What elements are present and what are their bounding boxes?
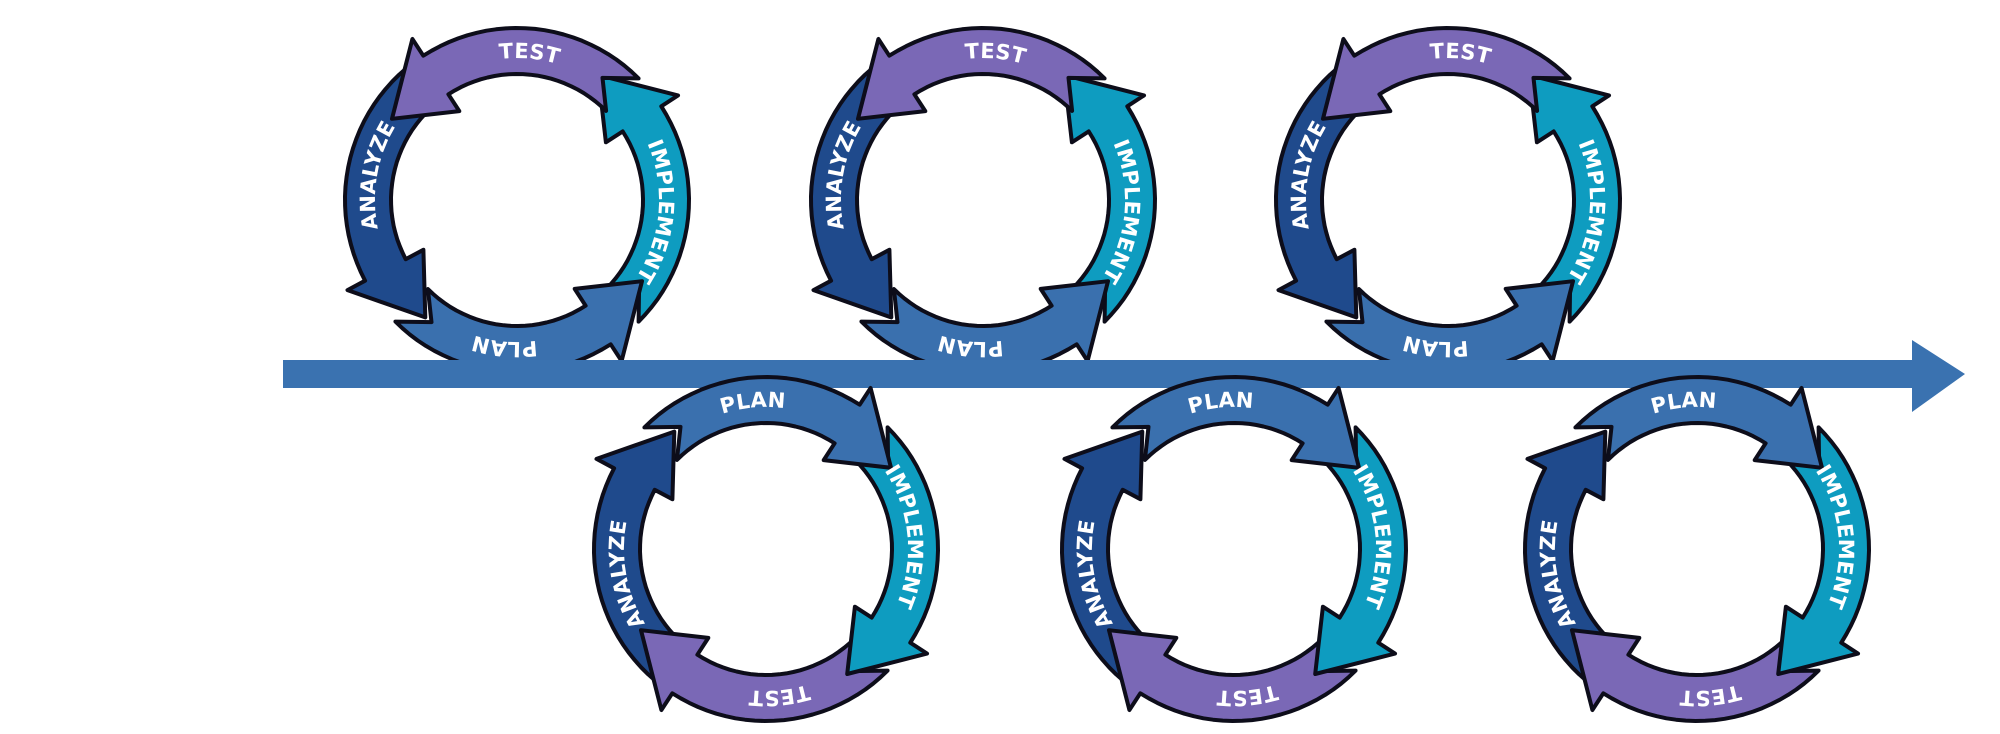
implement-arrow: [596, 73, 691, 324]
analyze-arrow: [343, 66, 438, 320]
plan-arrow: [1573, 375, 1824, 470]
implement-arrow: [1776, 425, 1871, 676]
plan-arrow: [642, 375, 893, 470]
test-arrow: [639, 628, 890, 723]
implement-arrow: [845, 425, 940, 676]
implement-arrow: [1062, 73, 1157, 324]
analyze-arrow: [1523, 429, 1618, 683]
analyze-arrow: [1060, 429, 1155, 683]
test-arrow: [1570, 628, 1821, 723]
implement-arrow: [1313, 425, 1408, 676]
plan-arrow: [1110, 375, 1361, 470]
analyze-arrow: [592, 429, 687, 683]
test-arrow: [390, 26, 641, 121]
test-arrow: [1107, 628, 1358, 723]
timeline-arrow-shape: [283, 340, 1965, 412]
timeline-arrow: [283, 340, 1965, 412]
test-arrow: [1321, 26, 1572, 121]
analyze-arrow: [809, 66, 904, 320]
test-arrow: [856, 26, 1107, 121]
implement-arrow: [1527, 73, 1622, 324]
analyze-arrow: [1274, 66, 1369, 320]
